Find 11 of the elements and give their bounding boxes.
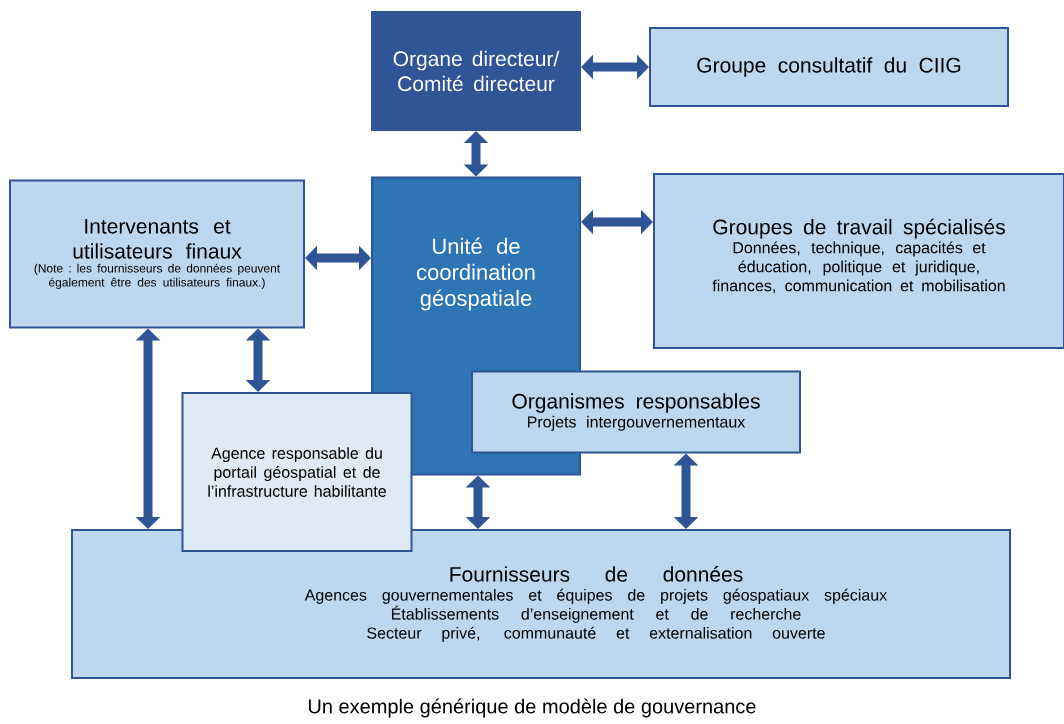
box: Intervenants et utilisateurs finaux (Note : les fournisseurs de données peuvent également être des utilisateurs finaux.) xyxy=(9,179,305,329)
block-arrow xyxy=(581,209,653,235)
block-arrow xyxy=(581,54,649,80)
box: Groupes de travail spécialisés Données, technique, capacités et éducation, politique et juridique, finances, communication et mobilisation xyxy=(653,173,1064,349)
box: Agence responsable du portail géospatial et de l’infrastructure habilitante xyxy=(181,392,413,552)
block-arrow xyxy=(305,245,371,271)
caption: Un exemple générique de modèle de gouvernance xyxy=(308,698,756,718)
box: Groupe consultatif du CIIG xyxy=(649,27,1009,107)
box: Organe directeur/ Comité directeur xyxy=(371,11,581,131)
box: Fournisseurs de données Agences gouvernementales et équipes de projets géospatiaux spéciaux Établissements d’enseignement et de recherche Secteur privé, communauté et externalisation ouverte xyxy=(71,529,1011,679)
box: Organismes responsables Projets intergouvernementaux xyxy=(471,370,801,454)
